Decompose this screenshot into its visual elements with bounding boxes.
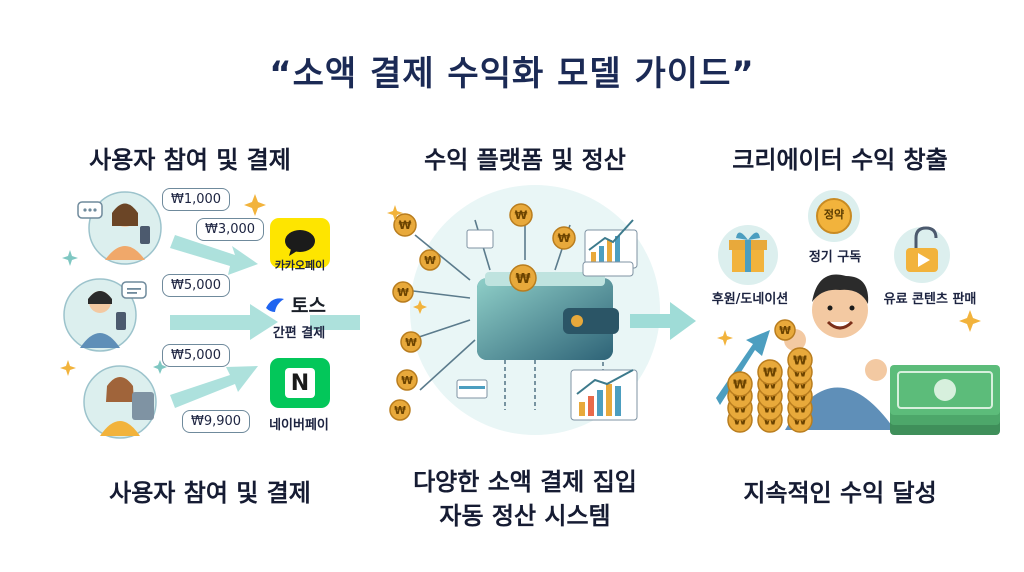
svg-text:₩: ₩ [394, 405, 406, 417]
coin-icon: ₩ [393, 213, 417, 237]
coin-icon: ₩ [774, 319, 796, 341]
amount-bubble: ₩3,000 [196, 218, 265, 241]
middle-footer-line2: 자동 정산 시스템 [439, 502, 611, 530]
svg-text:₩: ₩ [733, 377, 747, 392]
coin-icon: ₩ [419, 249, 441, 271]
svg-text:₩: ₩ [763, 365, 777, 380]
naver-letter: N [290, 370, 310, 396]
simple-pay-label: 간편 결제 [272, 326, 326, 341]
page-title: “소액 결제 수익화 모델 가이드” [269, 54, 755, 94]
right-footer: 지속적인 수익 달성 [743, 479, 937, 507]
svg-text:₩: ₩ [405, 337, 417, 349]
middle-footer-line1: 다양한 소액 결제 집입 [413, 468, 637, 496]
svg-text:₩: ₩ [793, 353, 807, 368]
amount-bubble: ₩9,900 [182, 410, 251, 433]
amount-bubble: ₩1,000 [162, 188, 231, 211]
coin-icon: ₩ [389, 399, 411, 421]
donation-label: 후원/도네이션 [711, 292, 789, 307]
right-heading: 크리에이터 수익 창출 [732, 146, 948, 174]
svg-text:₩: ₩ [397, 287, 409, 299]
toss-icon [266, 297, 284, 312]
toss-label: 토스 [291, 295, 326, 317]
left-footer: 사용자 참여 및 결제 [109, 479, 311, 507]
svg-text:₩: ₩ [424, 255, 436, 267]
svg-text:₩: ₩ [558, 231, 571, 245]
naver-pay-icon: N [270, 358, 330, 408]
left-illustration [60, 191, 360, 439]
kakao-pay-icon [270, 218, 330, 268]
coin-icon: ₩ [552, 226, 576, 250]
middle-illustration: ₩ ₩ ₩ ₩ ₩ ₩ ₩ ₩ ₩ [387, 185, 660, 435]
right-illustration: ₩₩₩₩₩₩₩₩₩₩₩₩₩₩₩₩ [716, 190, 1000, 435]
coin-icon: ₩ [787, 347, 813, 373]
coin-icon: ₩ [400, 331, 422, 353]
svg-text:₩: ₩ [515, 271, 530, 287]
amount-bubble: ₩5,000 [162, 344, 231, 367]
paid-content-label: 유료 콘텐츠 판매 [883, 292, 977, 307]
coin-icon: ₩ [727, 371, 753, 397]
naver-pay-label: 네이버페이 [269, 418, 329, 433]
subscription-label: 정기 구독 [808, 250, 862, 265]
kakao-pay-label: 카카오페이 [274, 259, 326, 272]
coin-icon: ₩ [396, 369, 418, 391]
svg-text:₩: ₩ [399, 218, 412, 232]
svg-text:₩: ₩ [779, 325, 791, 337]
amount-bubble: ₩5,000 [162, 274, 231, 297]
left-heading: 사용자 참여 및 결제 [89, 146, 291, 174]
coin-icon: ₩ [509, 203, 533, 227]
svg-text:₩: ₩ [515, 208, 528, 222]
coin-icon: ₩ [509, 264, 537, 292]
middle-footer: 다양한 소액 결제 집입 자동 정산 시스템 [375, 465, 675, 533]
coin-icon: ₩ [757, 359, 783, 385]
toss-logo: 토스 [264, 291, 344, 318]
flow-arrow [630, 302, 696, 340]
svg-text:₩: ₩ [401, 375, 413, 387]
coin-icon: ₩ [392, 281, 414, 303]
middle-heading: 수익 플랫폼 및 정산 [424, 146, 626, 174]
subscription-badge: 정약 [823, 208, 845, 221]
